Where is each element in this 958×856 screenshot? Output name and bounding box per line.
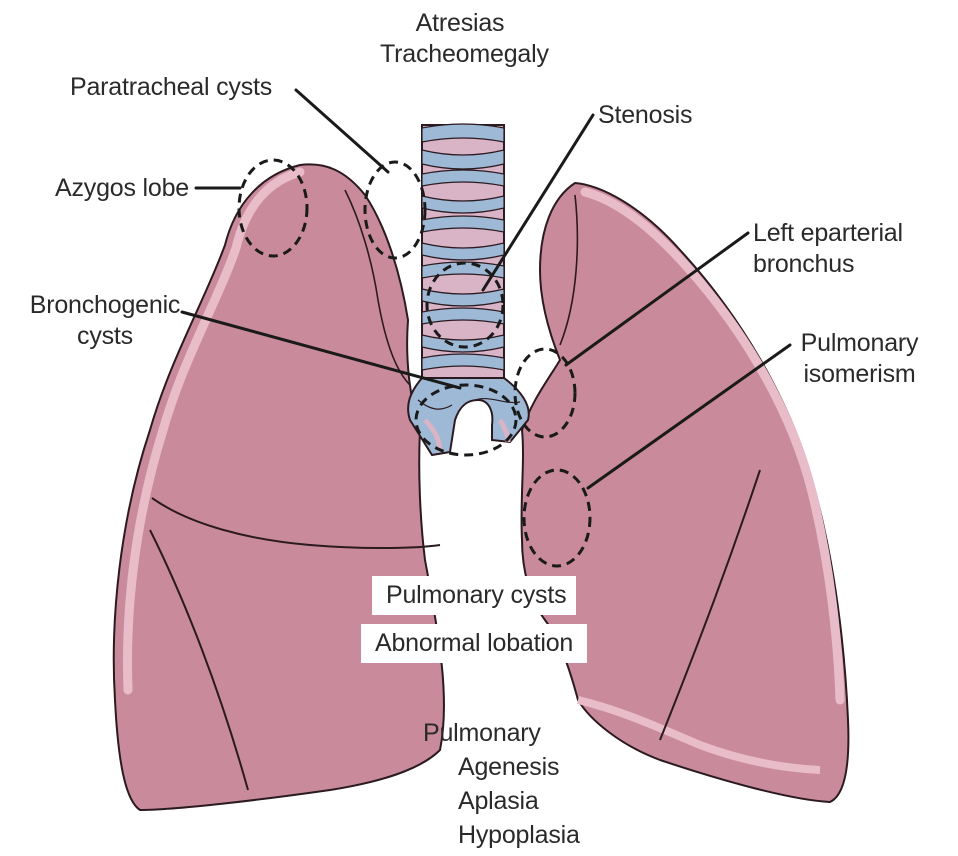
tracheomegaly-text: Tracheomegaly (380, 40, 549, 69)
label-agenesis: Agenesis (458, 753, 560, 781)
right-lung (112, 163, 446, 812)
dashed-regions (237, 158, 592, 568)
label-left-eparterial-bronchus: Left eparterial bronchus (753, 218, 903, 281)
leader-lines (180, 88, 792, 490)
trachea (407, 123, 530, 457)
pulmonary-isomerism-line2: isomerism (803, 360, 916, 389)
pulmonary-isomerism-leader (586, 343, 792, 490)
stenosis-circle (425, 261, 505, 349)
label-abnormal-lobation: Abnormal lobation (361, 624, 587, 664)
atresias-text: Atresias (415, 9, 505, 37)
azygos-lobe-circle (237, 158, 309, 258)
pulmonary-isomerism-line1: Pulmonary (800, 329, 919, 357)
left-eparterial-circle (513, 347, 577, 439)
paratracheal-cyst-circle (363, 160, 427, 260)
label-azygos-lobe: Azygos lobe (55, 174, 189, 202)
bronchogenic-cyst-circle (414, 383, 518, 457)
label-aplasia: Aplasia (458, 787, 539, 815)
label-pulmonary-isomerism: Pulmonary isomerism (792, 328, 927, 391)
label-paratracheal-cysts: Paratracheal cysts (70, 73, 273, 101)
label-pulmonary: Pulmonary (423, 719, 541, 747)
left-eparterial-line1: Left eparterial (753, 219, 903, 247)
bronchogenic-line2: cysts (77, 322, 133, 351)
paratracheal-leader (294, 88, 390, 174)
bronchogenic-line1: Bronchogenic (29, 291, 181, 319)
stenosis-leader (481, 113, 595, 292)
left-eparterial-line2: bronchus (753, 250, 855, 279)
label-bronchogenic-cysts: Bronchogenic cysts (14, 290, 196, 353)
label-pulmonary-cysts: Pulmonary cysts (372, 576, 576, 616)
label-atresias: Atresias Tracheomegaly (380, 8, 549, 71)
left-eparterial-leader (564, 231, 750, 367)
label-hypoplasia: Hypoplasia (458, 821, 580, 849)
pulmonary-isomerism-circle (522, 468, 592, 568)
label-stenosis: Stenosis (598, 101, 693, 129)
bronchogenic-leader (180, 310, 462, 390)
